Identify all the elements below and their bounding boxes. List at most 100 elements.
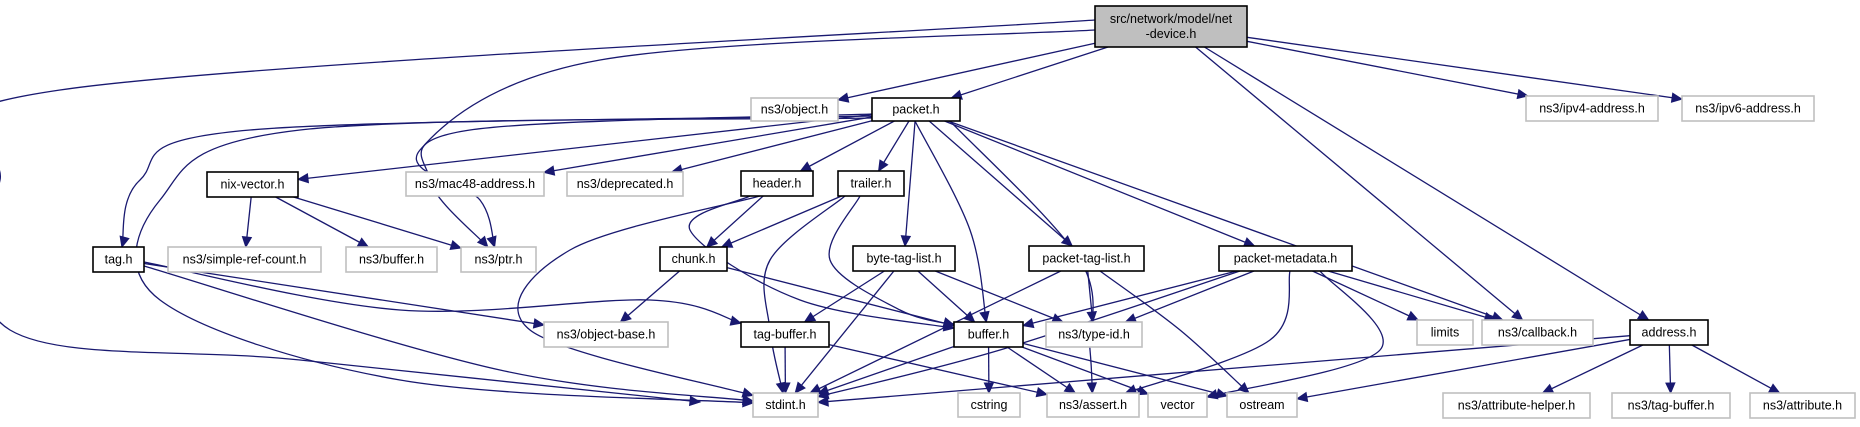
arrowhead-icon (1665, 382, 1676, 395)
node-box (345, 246, 438, 273)
edge-line (904, 120, 916, 247)
arrowhead-icon (1295, 391, 1309, 403)
arrowhead-icon (836, 92, 850, 103)
node-tag[interactable]: tag.h (92, 246, 145, 273)
arrowhead-icon (1215, 388, 1229, 399)
edge-address-to-ostream (1295, 338, 1631, 403)
edge-line (794, 270, 895, 394)
edge-tag-to-tagbuffer (143, 261, 743, 326)
edge-line (543, 116, 873, 173)
node-label: ns3/mac48-address.h (415, 177, 535, 191)
nodes-layer: src/network/model/net-device.h ns3/object… (92, 5, 1856, 419)
arrowhead-icon (1242, 237, 1256, 247)
node-label: header.h (753, 177, 802, 191)
node-nixvector[interactable]: nix-vector.h (206, 171, 299, 198)
edge-line (800, 120, 895, 172)
arrowhead-icon (803, 311, 817, 323)
edge-line (935, 270, 1063, 323)
node-label: nix-vector.h (221, 178, 285, 192)
edge-packetmetadata-to-typeid (1124, 270, 1255, 324)
node-bytetaglist[interactable]: byte-tag-list.h (852, 245, 956, 272)
node-root[interactable]: src/network/model/net-device.h (1094, 5, 1248, 48)
edge-bytetaglist-to-buffer (917, 270, 976, 323)
edge-address-to-stdint (816, 335, 1631, 407)
edge-line (1296, 338, 1631, 400)
node-box (1442, 392, 1591, 419)
node-chunk[interactable]: chunk.h (659, 246, 728, 272)
edge-line (1206, 270, 1384, 398)
node-packet[interactable]: packet.h (871, 97, 961, 122)
edge-buffer-to-ostream (1022, 342, 1229, 399)
node-label: vector (1160, 398, 1194, 412)
arrowhead-icon (1767, 383, 1781, 394)
arrowhead-icon (794, 381, 806, 394)
edge-tagbuffer-to-stdint (780, 346, 791, 395)
edge-line (763, 195, 846, 394)
node-box (837, 170, 905, 197)
edge-packet-to-deprecated (670, 120, 873, 175)
edge-line (1006, 346, 1076, 394)
node-box (752, 392, 819, 418)
arrowhead-icon (296, 172, 310, 184)
edge-line (143, 262, 545, 326)
edge-packet-to-buffer (914, 120, 990, 324)
edge-line (944, 120, 1255, 247)
edge-line (917, 270, 976, 323)
node-label: ns3/buffer.h (359, 253, 424, 267)
arrowhead-icon (1021, 317, 1035, 329)
node-box (1226, 392, 1298, 418)
edge-root-to-callback (1195, 46, 1524, 321)
arrowhead-icon (1063, 382, 1077, 394)
edge-trailer-to-chunk (720, 195, 842, 248)
edge-tag-to-objectbase (143, 262, 546, 329)
edge-line (1327, 270, 1496, 321)
node-buffer[interactable]: buffer.h (953, 321, 1024, 348)
node-object: ns3/object.h (750, 97, 839, 122)
edge-packettaglist-to-ostream (1099, 270, 1250, 394)
node-packetmetadata[interactable]: packet-metadata.h (1218, 245, 1353, 272)
arrowhead-icon (816, 385, 830, 396)
edge-packet-to-nixvector (296, 113, 873, 184)
node-label: ns3/attribute.h (1763, 399, 1842, 413)
arrowhead-icon (1670, 92, 1684, 103)
edge-line (951, 46, 1109, 99)
arrowhead-icon (1636, 310, 1650, 321)
node-box (740, 321, 830, 348)
edge-line (804, 270, 885, 323)
edge-line (1125, 270, 1291, 394)
node-box (1611, 392, 1731, 419)
node-tagbuffer[interactable]: tag-buffer.h (740, 321, 830, 348)
edge-packet-to-packetmetadata (944, 120, 1256, 247)
node-box (750, 97, 839, 122)
node-mac48: ns3/mac48-address.h (405, 171, 545, 197)
node-cstring: cstring (957, 392, 1021, 418)
node-box (1525, 95, 1659, 122)
edge-line (1195, 46, 1523, 321)
edge-line (949, 120, 1094, 394)
edge-buffer-to-assert (1006, 346, 1077, 394)
edge-packet-to-assert (949, 120, 1098, 395)
node-header[interactable]: header.h (740, 170, 814, 197)
node-label: src/network/model/net (1110, 12, 1233, 26)
edge-packet-to-mac48 (542, 116, 873, 176)
arrowhead-icon (356, 237, 370, 248)
node-box (1681, 95, 1815, 122)
node-address[interactable]: address.h (1629, 319, 1709, 346)
edge-root-to-address (1204, 46, 1650, 321)
node-packettaglist[interactable]: packet-tag-list.h (1028, 245, 1145, 272)
node-trailer[interactable]: trailer.h (837, 170, 905, 197)
edge-packetmetadata-to-buffer (1021, 270, 1237, 329)
arrowhead-icon (476, 235, 489, 248)
node-label: ostream (1239, 398, 1284, 412)
node-ostream: ostream (1226, 392, 1298, 418)
edge-line (817, 345, 955, 395)
node-ns3tagbuffer: ns3/tag-buffer.h (1611, 392, 1731, 419)
edge-packet-to-bytetaglist (900, 120, 916, 248)
arrowhead-icon (1237, 382, 1250, 394)
arrowhead-icon (1406, 310, 1420, 321)
node-label: tag.h (105, 253, 133, 267)
node-ipv6: ns3/ipv6-address.h (1681, 95, 1815, 122)
node-box (1147, 392, 1208, 418)
node-label: ns3/simple-ref-count.h (183, 253, 307, 267)
